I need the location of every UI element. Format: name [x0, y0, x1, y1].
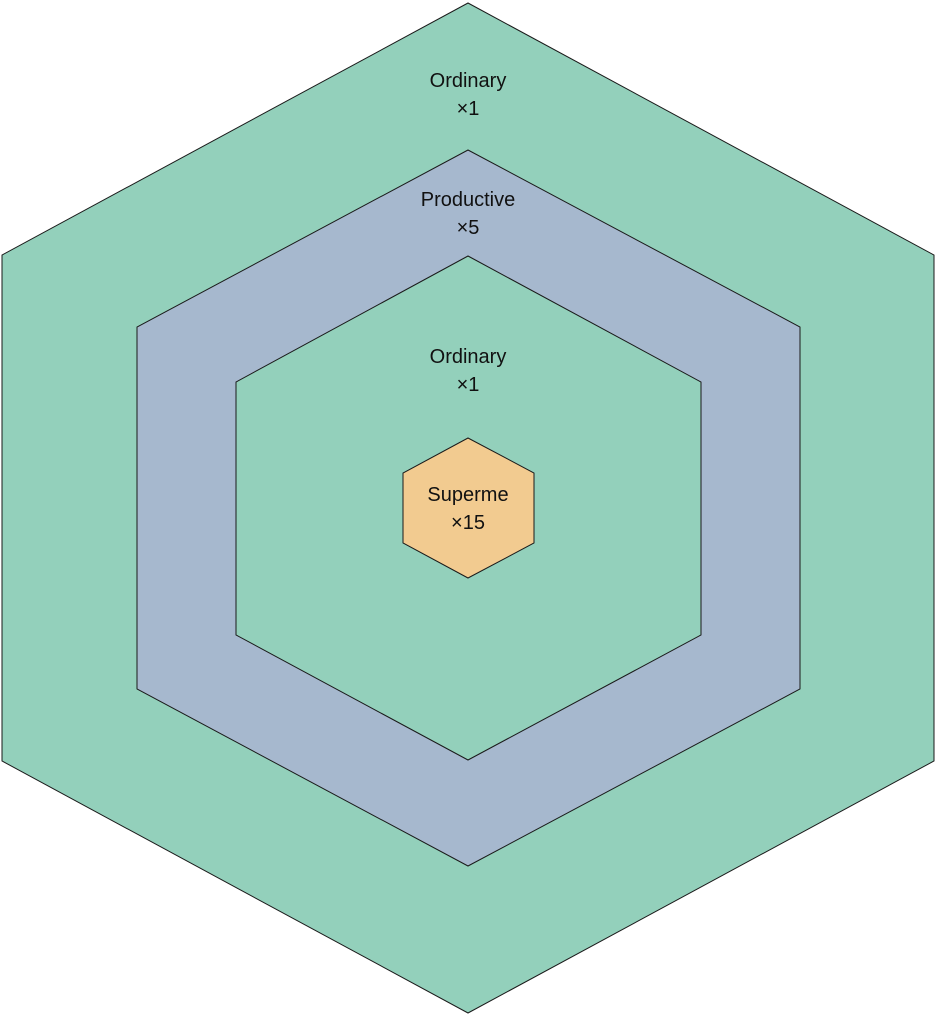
- inner-ordinary-label: Ordinary: [430, 346, 507, 368]
- inner-ordinary-multiplier: ×1: [457, 374, 480, 396]
- superme-multiplier: ×15: [451, 512, 485, 534]
- productive-label: Productive: [421, 189, 516, 211]
- outer-ordinary-label: Ordinary: [430, 70, 507, 92]
- productive-multiplier: ×5: [457, 217, 480, 239]
- superme-core-hexagon: [402, 437, 535, 579]
- outer-ordinary-multiplier: ×1: [457, 98, 480, 120]
- superme-label: Superme: [427, 484, 508, 506]
